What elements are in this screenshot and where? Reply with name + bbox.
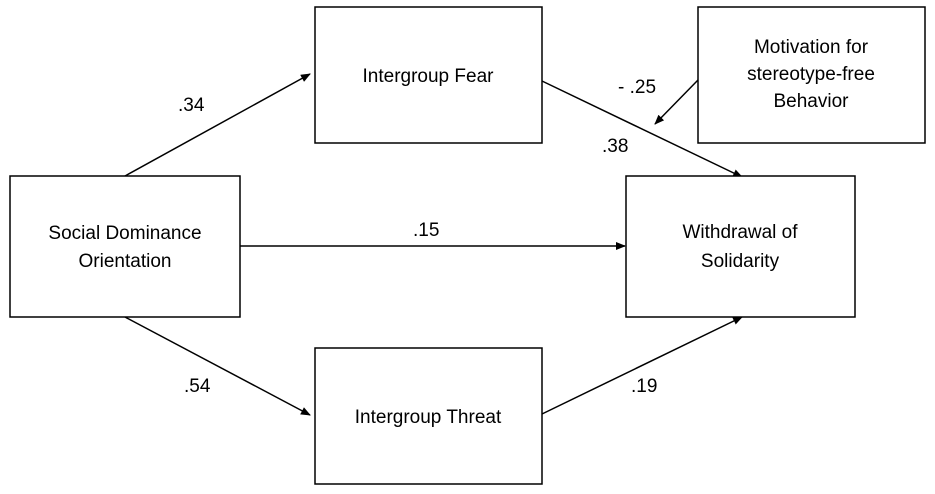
node-sdo-line-1: Social Dominance bbox=[48, 223, 201, 244]
node-threat-line-1: Intergroup Threat bbox=[355, 407, 502, 428]
label-sdo-to-fear: .34 bbox=[178, 95, 205, 116]
edge-threat-to-withdrawal bbox=[541, 316, 743, 415]
edge-fear-to-withdrawal bbox=[541, 80, 743, 178]
node-motivation-line-3: Behavior bbox=[774, 91, 850, 112]
edge-sdo-to-threat bbox=[124, 316, 311, 416]
edge-sdo-to-fear bbox=[124, 73, 311, 177]
node-sdo-line-2: Orientation bbox=[79, 251, 172, 272]
node-motivation-for-stereotype-free-behavior: Motivation for stereotype-free Behavior bbox=[697, 6, 926, 144]
edge-motivation-moderation bbox=[654, 79, 699, 125]
node-intergroup-threat: Intergroup Threat bbox=[314, 347, 543, 485]
label-threat-to-withdrawal: .19 bbox=[631, 376, 657, 397]
label-fear-to-withdrawal: .38 bbox=[602, 136, 628, 157]
node-withdrawal-line-1: Withdrawal of bbox=[682, 222, 798, 243]
node-motivation-line-2: stereotype-free bbox=[747, 64, 875, 85]
label-motivation-moderation: - .25 bbox=[618, 77, 656, 98]
node-withdrawal-of-solidarity: Withdrawal of Solidarity bbox=[625, 175, 856, 318]
node-fear-line-1: Intergroup Fear bbox=[363, 66, 495, 87]
label-sdo-to-threat: .54 bbox=[184, 376, 211, 397]
node-intergroup-fear: Intergroup Fear bbox=[314, 6, 543, 144]
node-social-dominance-orientation: Social Dominance Orientation bbox=[9, 175, 241, 318]
node-withdrawal-line-2: Solidarity bbox=[701, 251, 780, 272]
node-motivation-line-1: Motivation for bbox=[754, 37, 869, 58]
label-sdo-to-withdrawal: .15 bbox=[413, 220, 439, 241]
